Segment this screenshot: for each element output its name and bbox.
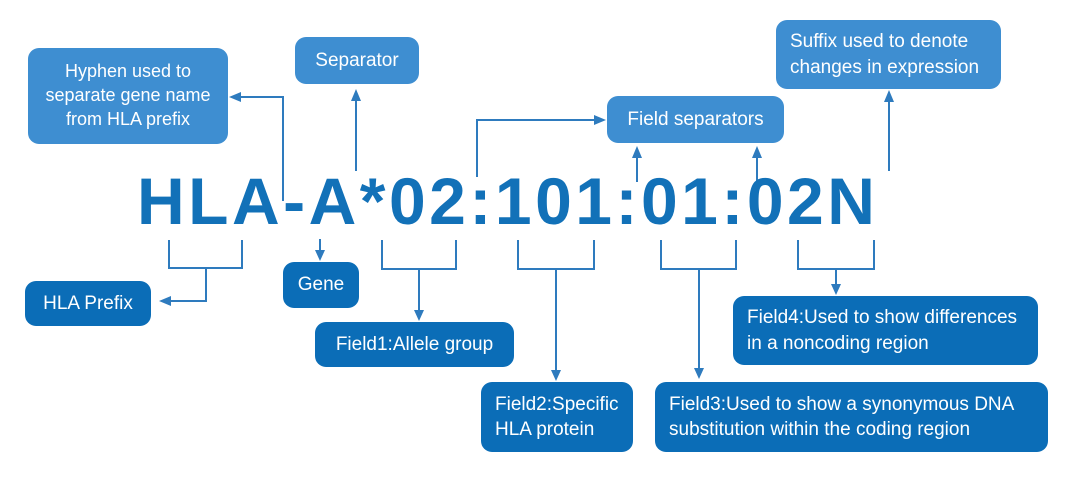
- arrow-gene: [315, 239, 325, 261]
- callout-hyphen-note: Hyphen used to separate gene name from H…: [28, 48, 228, 144]
- callout-field4: Field4:Used to show differences in a non…: [733, 296, 1038, 365]
- arrow-field-separator-1: [476, 115, 606, 177]
- arrow-separator: [351, 89, 361, 171]
- callout-field1: Field1:Allele group: [315, 322, 514, 367]
- callout-field2: Field2:Specific HLA protein: [481, 382, 633, 452]
- arrow-suffix: [884, 90, 894, 171]
- callout-separator: Separator: [295, 37, 419, 84]
- arrow-field-separator-2: [632, 146, 642, 182]
- arrow-field-separator-3: [752, 146, 762, 182]
- callout-gene: Gene: [283, 262, 359, 308]
- callout-hla-prefix: HLA Prefix: [25, 281, 151, 326]
- allele-name-text: HLA-A*02:101:01:02N: [137, 164, 879, 238]
- arrow-hyphen-note: [229, 92, 284, 201]
- bracket-field1: [381, 240, 457, 321]
- bracket-field3: [660, 240, 737, 379]
- callout-field3: Field3:Used to show a synonymous DNA sub…: [655, 382, 1048, 452]
- bracket-field2: [517, 240, 595, 381]
- callout-suffix: Suffix used to denote changes in express…: [776, 20, 1001, 89]
- bracket-hla-prefix: [159, 240, 243, 306]
- callout-field-separators: Field separators: [607, 96, 784, 143]
- bracket-field4: [797, 240, 875, 295]
